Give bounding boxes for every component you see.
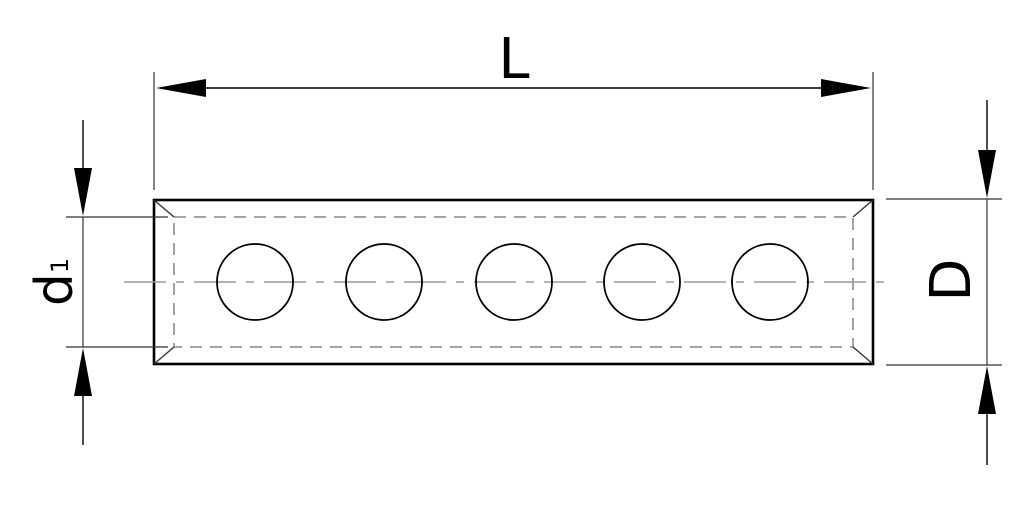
chamfer-line-top-right [852, 199, 874, 218]
inspection-hole-3 [475, 243, 553, 321]
label-length: L [498, 27, 529, 92]
chamfer-line-bottom-left [153, 346, 175, 365]
inspection-hole-5 [731, 243, 809, 321]
inspection-hole-1 [216, 243, 294, 321]
part-outline-group [124, 198, 885, 366]
label-bore-subscript: 1 [46, 258, 74, 273]
arrowhead-left [156, 79, 206, 97]
label-bore: d1 [25, 258, 85, 306]
dimension-length: L [153, 27, 874, 190]
inspection-hole-4 [603, 243, 681, 321]
inspection-hole-2 [345, 243, 423, 321]
label-diameter: D [919, 258, 984, 301]
arrowhead-top-down [978, 150, 996, 198]
chamfer-line-bottom-right [852, 346, 874, 365]
arrowhead-bottom-up [978, 366, 996, 414]
arrowhead-bore-down [74, 168, 92, 216]
label-bore-main: d [25, 273, 85, 306]
dimension-bore: d1 [25, 120, 168, 445]
dimension-diameter: D [886, 100, 1002, 465]
arrowhead-bore-up [74, 348, 92, 396]
arrowhead-right [821, 79, 871, 97]
chamfer-line-top-left [153, 199, 175, 218]
